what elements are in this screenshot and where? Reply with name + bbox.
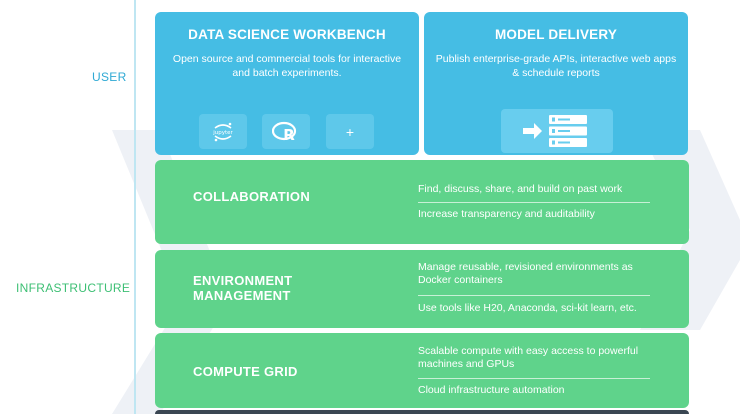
compute-grid-card: COMPUTE GRID Scalable compute with easy … bbox=[155, 333, 689, 408]
server-stack-button[interactable] bbox=[501, 109, 613, 153]
jupyter-icon-label: jupyter bbox=[212, 130, 233, 136]
compute-point-2: Cloud infrastructure automation bbox=[418, 384, 565, 396]
compute-separator bbox=[418, 378, 650, 379]
compute-grid-title: COMPUTE GRID bbox=[193, 364, 298, 379]
r-logo-letter: R bbox=[283, 126, 295, 144]
environment-title-line-2: MANAGEMENT bbox=[193, 288, 291, 303]
plus-icon: + bbox=[345, 123, 355, 140]
collaboration-separator bbox=[418, 202, 650, 203]
environment-point-2: Use tools like H20, Anaconda, sci-kit le… bbox=[418, 302, 637, 314]
user-label: USER bbox=[92, 70, 127, 84]
environment-separator bbox=[418, 295, 650, 296]
environment-management-card: ENVIRONMENT MANAGEMENT Manage reusable, … bbox=[155, 250, 689, 328]
server-stack-icon bbox=[523, 115, 587, 147]
environment-management-title: ENVIRONMENT MANAGEMENT bbox=[193, 273, 292, 303]
arrow-right-icon bbox=[523, 123, 542, 139]
workbench-description: Open source and commercial tools for int… bbox=[172, 53, 402, 79]
infrastructure-label: INFRASTRUCTURE bbox=[16, 281, 131, 295]
environment-title-line-1: ENVIRONMENT bbox=[193, 273, 293, 288]
r-tool-button[interactable]: R bbox=[262, 114, 310, 149]
vertical-divider bbox=[134, 0, 136, 414]
bottom-layer-strip bbox=[155, 410, 689, 414]
add-tool-button[interactable]: + bbox=[326, 114, 374, 149]
compute-point-1: Scalable compute with easy access to pow… bbox=[418, 345, 639, 370]
model-delivery-card: MODEL DELIVERY Publish enterprise-grade … bbox=[424, 12, 688, 155]
collaboration-title: COLLABORATION bbox=[193, 189, 311, 204]
jupyter-tool-button[interactable]: jupyter bbox=[199, 114, 247, 149]
collaboration-card: COLLABORATION Find, discuss, share, and … bbox=[155, 160, 689, 244]
data-science-workbench-card: DATA SCIENCE WORKBENCH Open source and c… bbox=[155, 12, 419, 155]
delivery-title: MODEL DELIVERY bbox=[494, 27, 618, 42]
collaboration-point-1: Find, discuss, share, and build on past … bbox=[418, 183, 623, 195]
environment-point-1: Manage reusable, revisioned environments… bbox=[418, 261, 633, 286]
delivery-description: Publish enterprise-grade APIs, interacti… bbox=[435, 53, 677, 79]
r-logo-icon: R bbox=[272, 121, 297, 144]
collaboration-point-2: Increase transparency and auditability bbox=[418, 208, 595, 220]
workbench-title: DATA SCIENCE WORKBENCH bbox=[188, 27, 386, 42]
jupyter-icon: jupyter bbox=[212, 122, 234, 141]
